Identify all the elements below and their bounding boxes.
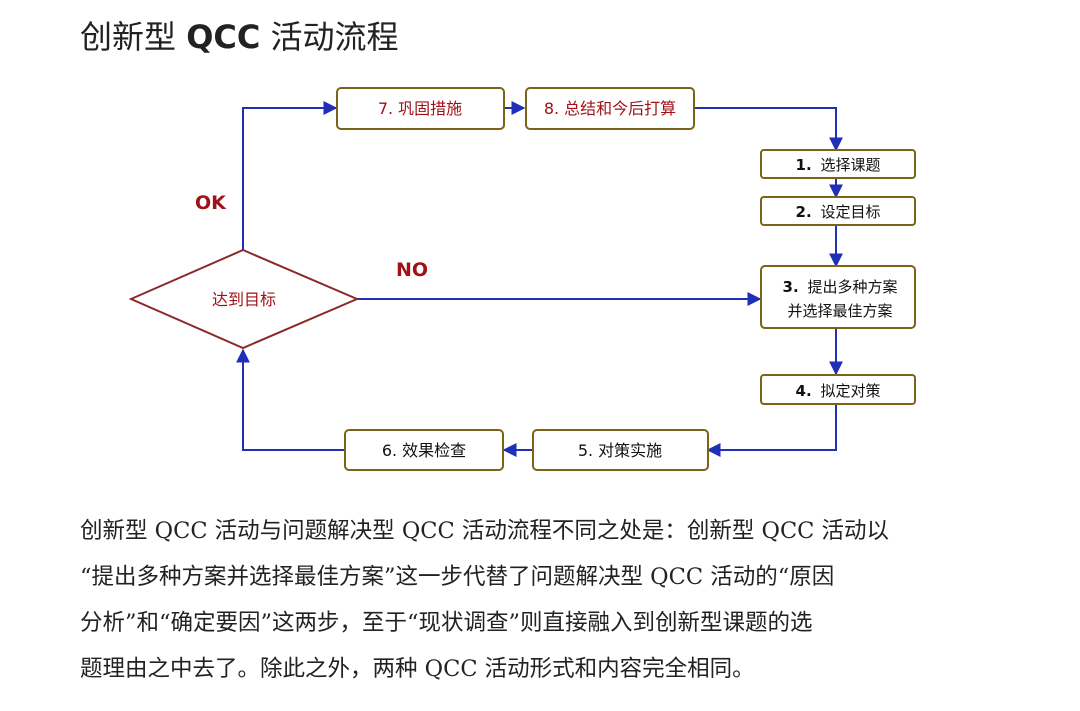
step8-label: 8. 总结和今后打算 [544, 99, 676, 118]
step5-label: 5. 对策实施 [578, 441, 662, 460]
step5-box: 5. 对策实施 [532, 429, 709, 471]
step2-number: 2. [796, 203, 812, 221]
description-paragraph: 创新型 QCC 活动与问题解决型 QCC 活动流程不同之处是：创新型 QCC 活… [80, 508, 1020, 692]
title-suffix: 活动流程 [270, 18, 399, 56]
step1-number: 1. [796, 156, 812, 174]
step3-text-2: 并选择最佳方案 [787, 302, 892, 320]
step3-text-1: 提出多种方案 [807, 278, 897, 296]
step8-box: 8. 总结和今后打算 [525, 87, 695, 130]
decision-node: 达到目标 [128, 248, 360, 350]
step6-box: 6. 效果检查 [344, 429, 504, 471]
step1-label: 1. 选择课题 [796, 156, 881, 174]
step2-text: 设定目标 [820, 203, 880, 221]
step7-label: 7. 巩固措施 [378, 99, 462, 118]
arrow-step6-to-decision [236, 348, 344, 451]
arrow-step4-to-step5 [706, 404, 837, 457]
connectors [236, 101, 843, 457]
step1-text: 选择课题 [820, 156, 880, 174]
step2-box: 2. 设定目标 [760, 196, 916, 226]
step3-number: 3. [783, 278, 799, 296]
paragraph-line-4: 题理由之中去了。除此之外，两种 QCC 活动形式和内容完全相同。 [80, 656, 755, 682]
arrow-ok-to-step7 [242, 101, 338, 255]
step2-label: 2. 设定目标 [796, 203, 881, 221]
paragraph-line-3: 分析”和“确定要因”这两步，至于“现状调查”则直接融入到创新型课题的选 [80, 610, 813, 636]
step4-number: 4. [796, 382, 812, 400]
decision-label: 达到目标 [212, 290, 276, 309]
step3-box: 3. 提出多种方案 并选择最佳方案 [760, 265, 916, 329]
step3-line1: 3. 提出多种方案 [783, 278, 898, 296]
paragraph-line-2: “提出多种方案并选择最佳方案”这一步代替了问题解决型 QCC 活动的“原因 [80, 564, 835, 590]
title-bold: QCC [186, 18, 261, 56]
title-prefix: 创新型 [80, 18, 177, 56]
page-title: 创新型 QCC 活动流程 [80, 12, 399, 58]
flowchart: 达到目标 OK NO 7. 巩固措施 8. 总结和今后打算 1. 选择课题 2.… [128, 87, 916, 471]
step4-box: 4. 拟定对策 [760, 374, 916, 405]
step1-box: 1. 选择课题 [760, 149, 916, 179]
step4-label: 4. 拟定对策 [796, 382, 881, 400]
ok-label: OK [195, 192, 227, 214]
arrow-step8-to-step1 [694, 107, 843, 152]
no-label: NO [396, 259, 428, 281]
paragraph-line-1: 创新型 QCC 活动与问题解决型 QCC 活动流程不同之处是：创新型 QCC 活… [80, 518, 890, 544]
step6-label: 6. 效果检查 [382, 441, 466, 460]
step7-box: 7. 巩固措施 [336, 87, 505, 130]
step4-text: 拟定对策 [820, 382, 880, 400]
